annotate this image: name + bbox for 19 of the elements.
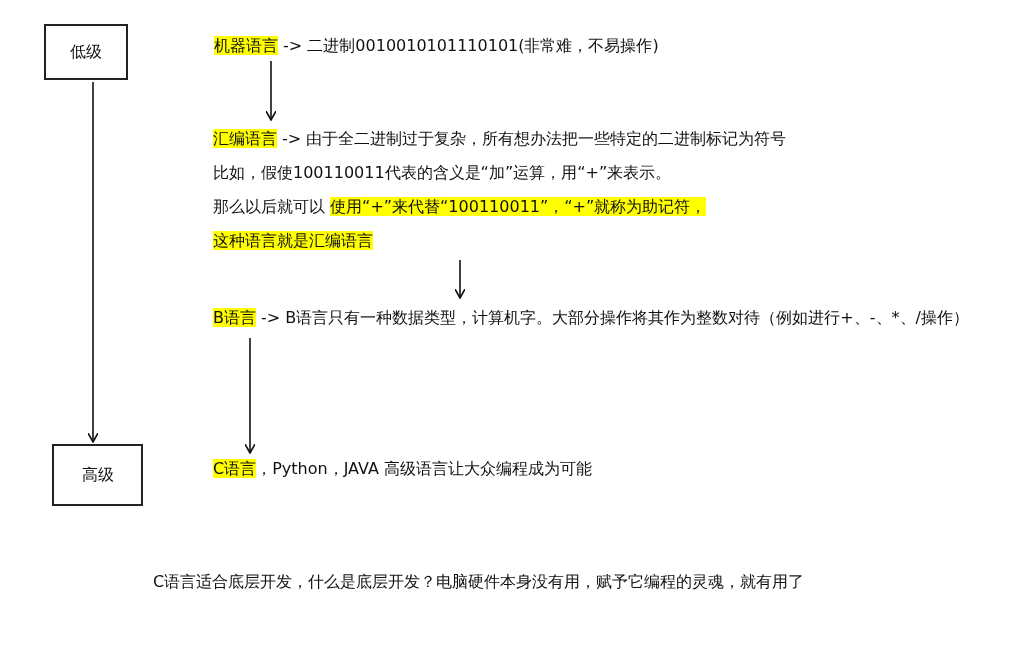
arrow bbox=[244, 337, 256, 454]
highlighted-text: 这种语言就是汇编语言 bbox=[213, 231, 373, 250]
text: 那么以后就可以 bbox=[213, 197, 325, 216]
text: -> 由于全二进制过于复杂，所有想办法把一些特定的二进制标记为符号 bbox=[282, 129, 787, 148]
highlighted-text: 机器语言 bbox=[214, 36, 278, 55]
text: 比如，假使100110011代表的含义是“加”运算，用“+”来表示。 bbox=[213, 163, 672, 182]
note-text: C语言适合底层开发，什么是底层开发？电脑硬件本身没有用，赋予它编程的灵魂，就有用了 bbox=[153, 572, 805, 593]
text: ，Python，JAVA 高级语言让大众编程成为可能 bbox=[256, 459, 592, 478]
arrow bbox=[265, 60, 277, 121]
highlighted-text: 汇编语言 bbox=[213, 129, 277, 148]
level-box: 高级 bbox=[52, 444, 143, 506]
highlighted-text: B语言 bbox=[213, 308, 256, 327]
arrow bbox=[87, 81, 99, 443]
highlighted-text: C语言 bbox=[213, 459, 257, 478]
text: -> 二进制0010010101110101(非常难，不易操作) bbox=[283, 36, 659, 55]
highlighted-text: 使用“+”来代替“100110011”，“+”就称为助记符， bbox=[330, 197, 707, 216]
level-box: 低级 bbox=[44, 24, 128, 80]
text: -> B语言只有一种数据类型，计算机字。大部分操作将其作为整数对待（例如进行+、-、*、/操作） bbox=[261, 308, 969, 327]
arrow bbox=[454, 259, 466, 299]
